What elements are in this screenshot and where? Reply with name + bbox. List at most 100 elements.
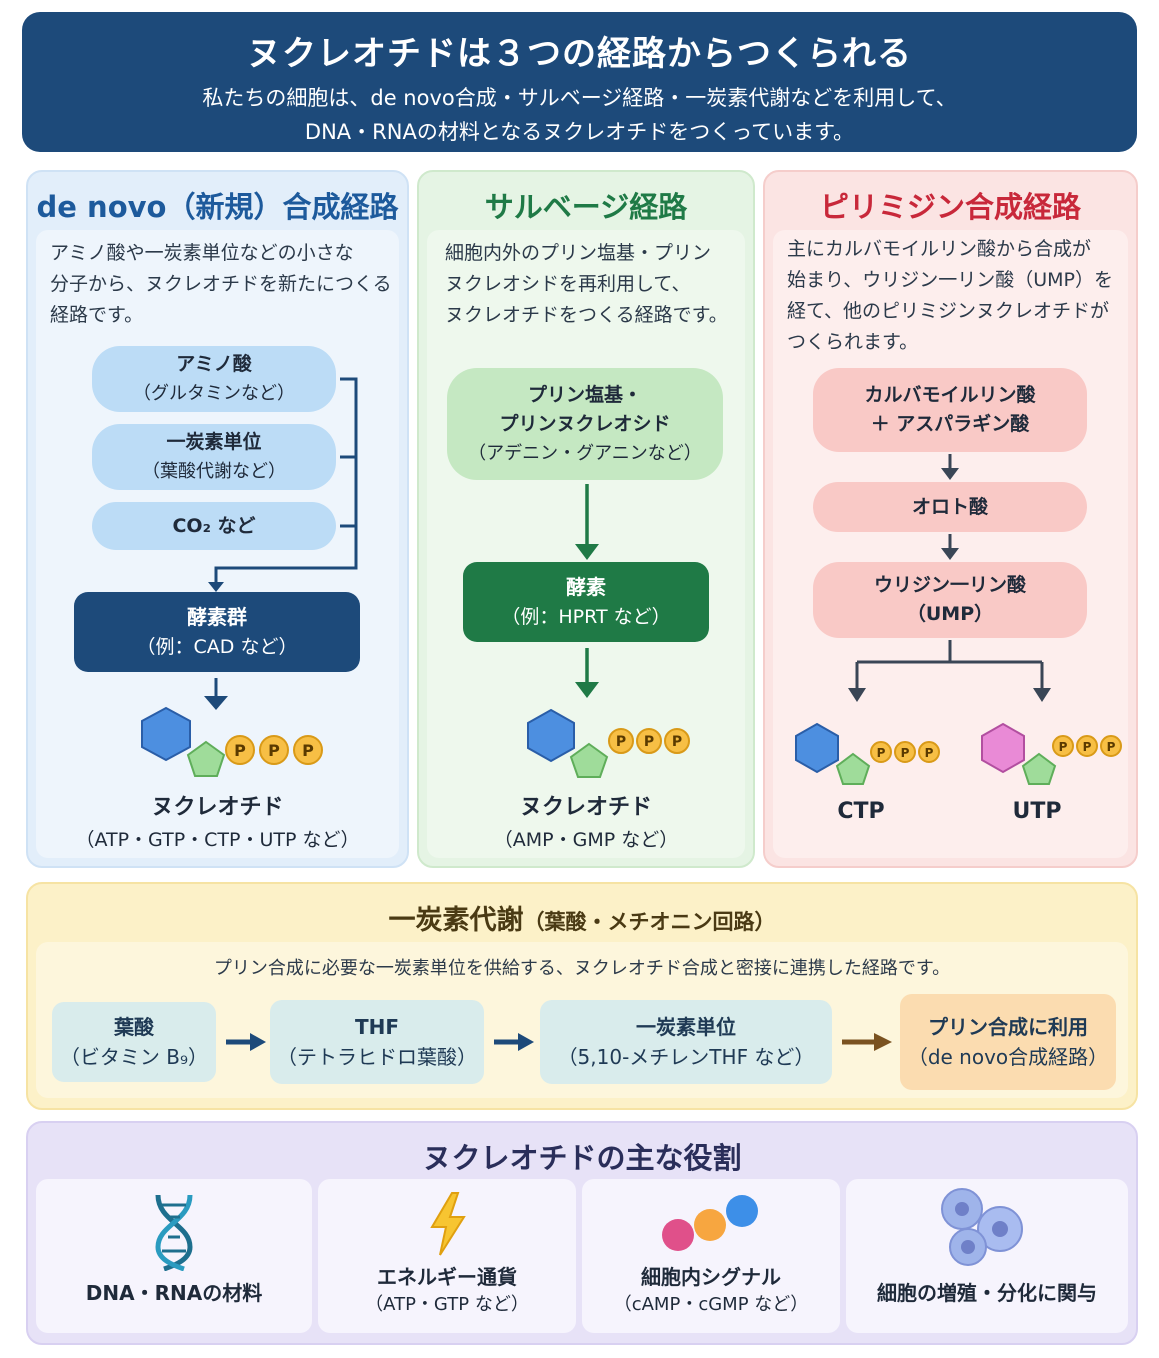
phosphate-label: P [644,734,654,750]
role-label: 細胞の増殖・分化に関与 [846,1279,1128,1307]
step-label: ウリジン一リン酸 [873,574,1026,596]
step-label: オロト酸 [911,495,988,518]
utp-label: UTP [1012,799,1062,824]
pyrimidine-title: ピリミジン合成経路 [819,190,1081,224]
thf-box: THF （テトラヒドロ葉酸） [270,1000,484,1084]
denovo-title: de novo（新規）合成経路 [36,190,399,224]
page-subtitle: 私たちの細胞は、de novo合成・サルベージ経路・一炭素代謝などを利用して、 … [22,81,1137,149]
step-sub: （UMP） [906,603,994,625]
purine-synthesis-use-box: プリン合成に利用 （de novo合成経路） [900,994,1116,1090]
denovo-desc-line: 分子から、ヌクレオチドを新たにつくる [50,273,392,295]
ctp-molecule-icon: P P P [795,722,940,785]
step-label: 一炭素単位 [636,1015,736,1039]
input-sub: （グルタミンなど） [133,383,295,404]
roles-panel: ヌクレオチドの主な役割 DNA・RNAの材料 エネルギー通貨 （ATP・GTP … [26,1121,1138,1345]
one-carbon-description: プリン合成に必要な一炭素単位を供給する、ヌクレオチド合成と密接に連携した経路です… [213,958,951,979]
one-carbon-panel: 一炭素代謝（葉酸・メチオニン回路） プリン合成に必要な一炭素単位を供給する、ヌク… [26,882,1138,1110]
orotic-acid-box: オロト酸 [813,482,1087,532]
salvage-title: サルベージ経路 [484,190,688,224]
nucleotide-molecule-icon: P P P [527,708,690,778]
pyrimidine-arrows [848,454,1051,702]
pyrimidine-desc-line: つくられます。 [787,331,919,353]
role-card-signaling: 細胞内シグナル （cAMP・cGMP など） [582,1179,840,1333]
one-carbon-unit-box: 一炭素単位 （5,10-メチレンTHF など） [540,1000,832,1084]
carbamoyl-phosphate-box: カルバモイルリン酸 ＋ アスパラギン酸 [813,368,1087,452]
salvage-arrows [575,484,599,698]
phosphate-label: P [672,734,682,750]
denovo-panel: de novo（新規）合成経路 アミノ酸や一炭素単位などの小さな 分子から、ヌク… [26,170,409,868]
phosphate-label: P [234,741,246,760]
pyrimidine-panel: ピリミジン合成経路 主にカルバモイルリン酸から合成が 始まり、ウリジン一リン酸（… [763,170,1138,868]
enzyme-group-box: 酵素群 （例：CAD など） [74,592,360,672]
role-label-sub: （ATP・GTP など） [365,1294,529,1315]
phosphate-label: P [268,741,280,760]
step-sub: （5,10-メチレンTHF など） [557,1045,815,1069]
phosphate-label: P [901,746,910,760]
role-label-text: 細胞内シグナル [641,1265,781,1289]
salvage-description: 細胞内外のプリン塩基・プリン ヌクレオシドを再利用して、 ヌクレオチドをつくる経… [445,238,745,331]
input-co2: CO₂ など [92,502,336,550]
role-label: DNA・RNAの材料 [36,1279,312,1307]
roles-title: ヌクレオチドの主な役割 [422,1141,742,1175]
source-sub: （アデニン・グアニンなど） [468,442,702,464]
folate-box: 葉酸 （ビタミン B₉） [52,1002,216,1082]
phosphate-label: P [877,746,886,760]
phosphate-label: P [616,734,626,750]
salvage-desc-line: ヌクレオシドを再利用して、 [445,273,691,295]
pyrimidine-description: 主にカルバモイルリン酸から合成が 始まり、ウリジン一リン酸（UMP）を 経て、他… [787,234,1127,358]
lightning-icon [430,1192,466,1256]
step-sub: （ビタミン B₉） [59,1045,209,1069]
salvage-panel: サルベージ経路 細胞内外のプリン塩基・プリン ヌクレオシドを再利用して、 ヌクレ… [417,170,755,868]
subtitle-line-2: DNA・RNAの材料となるヌクレオチドをつくっています。 [304,120,855,144]
nucleotide-molecule-icon: P P P [141,706,323,777]
step-sub: （テトラヒドロ葉酸） [277,1045,477,1069]
denovo-description: アミノ酸や一炭素単位などの小さな 分子から、ヌクレオチドを新たにつくる 経路です… [50,238,400,331]
role-label-text: エネルギー通貨 [377,1265,517,1289]
step-label: カルバモイルリン酸 [864,384,1036,406]
input-label: 一炭素単位 [166,431,262,453]
phosphate-label: P [925,746,934,760]
denovo-desc-line: アミノ酸や一炭素単位などの小さな [50,242,354,264]
step-label: ＋ アスパラギン酸 [870,413,1030,435]
one-carbon-title: 一炭素代謝（葉酸・メチオニン回路） [28,898,1136,937]
cells-icon [941,1188,1023,1266]
subtitle-line-1: 私たちの細胞は、de novo合成・サルベージ経路・一炭素代謝などを利用して、 [202,86,957,110]
salvage-desc-line: 細胞内外のプリン塩基・プリン [445,242,712,264]
input-label: CO₂ など [172,514,256,537]
ctp-label: CTP [837,799,885,824]
enzyme-sub: （例：HPRT など） [501,606,671,628]
signal-molecules-icon [662,1195,758,1251]
step-sub: （de novo合成経路） [907,1045,1109,1069]
header-banner: ヌクレオチドは３つの経路からつくられる 私たちの細胞は、de novo合成・サル… [22,12,1137,152]
product-sub: （AMP・GMP など） [493,829,679,851]
phosphate-label: P [302,741,314,760]
phosphate-label: P [1059,740,1068,754]
role-label: 細胞内シグナル （cAMP・cGMP など） [582,1263,840,1319]
page-title: ヌクレオチドは３つの経路からつくられる [247,34,912,74]
dna-icon [155,1194,193,1271]
source-label: プリンヌクレオシド [499,412,671,435]
product-sub: （ATP・GTP・CTP・UTP など） [75,829,360,851]
enzyme-sub: （例：CAD など） [136,636,298,658]
denovo-desc-line: 経路です。 [50,304,144,326]
one-carbon-arrows [226,1033,892,1051]
pyrimidine-desc-line: 始まり、ウリジン一リン酸（UMP）を [787,269,1113,291]
input-sub: （葉酸代謝など） [142,461,286,482]
purine-source-box: プリン塩基・ プリンヌクレオシド （アデニン・グアニンなど） [447,368,723,480]
pyrimidine-desc-line: 経て、他のピリミジンヌクレオチドが [787,300,1110,322]
phosphate-label: P [1083,740,1092,754]
enzyme-label: 酵素 [566,575,606,599]
salvage-desc-line: ヌクレオチドをつくる経路です。 [445,304,728,326]
denovo-connector-arrows [204,377,358,710]
step-label: プリン合成に利用 [928,1015,1088,1039]
salvage-enzyme-box: 酵素 （例：HPRT など） [463,562,709,642]
input-one-carbon: 一炭素単位 （葉酸代謝など） [92,424,336,490]
source-label: プリン塩基・ [527,383,642,406]
role-label-text: DNA・RNAの材料 [85,1281,263,1305]
phosphate-label: P [1107,740,1116,754]
step-label: THF [354,1015,400,1039]
role-label-sub: （cAMP・cGMP など） [613,1294,809,1315]
pyrimidine-desc-line: 主にカルバモイルリン酸から合成が [787,238,1092,260]
input-label: アミノ酸 [176,353,252,375]
input-amino-acid: アミノ酸 （グルタミンなど） [92,346,336,412]
